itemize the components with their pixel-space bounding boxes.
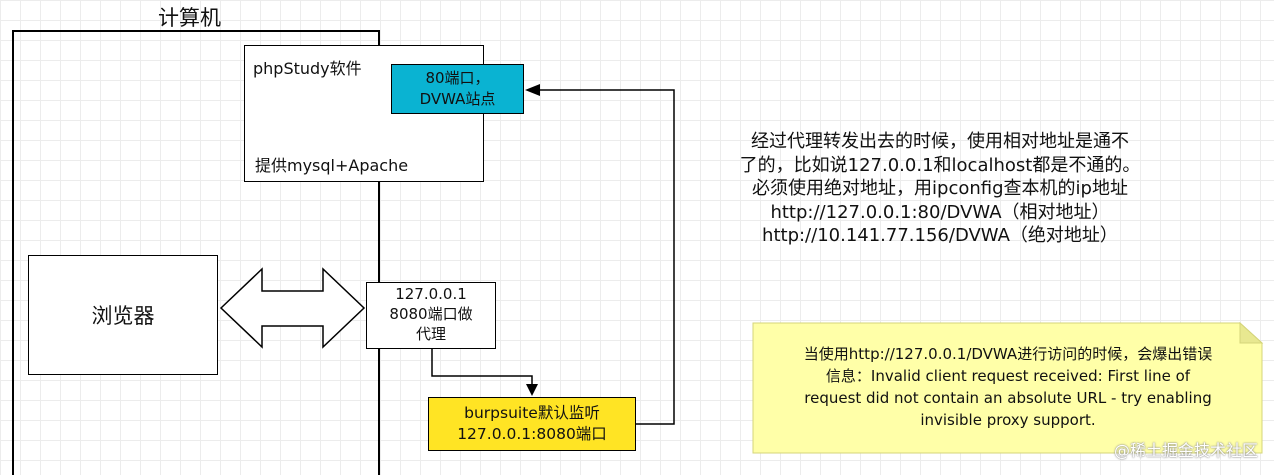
phpstudy-footer: 提供mysql+Apache: [255, 156, 409, 175]
burp-to-port80-line: [538, 89, 675, 425]
double-arrow-icon: [219, 267, 366, 349]
note-fold: [1239, 321, 1264, 344]
computer-title: 计算机: [158, 6, 221, 30]
burp-to-port80-arrowhead: [525, 84, 540, 96]
note-shape: [752, 322, 1263, 454]
explanation-line: 了的，比如说127.0.0.1和localhost都是不通的。: [739, 154, 1141, 176]
proxy-line1: 127.0.0.1: [395, 285, 467, 303]
browser-label: 浏览器: [91, 304, 155, 328]
proxy-to-burp-line: [431, 349, 533, 386]
proxy-line2: 8080端口做: [389, 305, 473, 323]
watermark: @稀土掘金技术社区: [1113, 441, 1258, 460]
phpstudy-title: phpStudy软件: [253, 59, 362, 78]
burp-line1: burpsuite默认监听: [464, 404, 600, 422]
note-line: 信息：Invalid client request received: Firs…: [825, 367, 1191, 385]
explanation-line: 必须使用绝对地址，用ipconfig查本机的ip地址: [752, 178, 1128, 199]
port80-line1: 80端口，: [425, 69, 490, 87]
browser-box: 浏览器: [28, 255, 218, 375]
burpsuite-box: burpsuite默认监听 127.0.0.1:8080端口: [428, 397, 636, 451]
explanation-line: http://127.0.0.1:80/DVWA（相对地址）: [770, 201, 1110, 223]
note-line: invisible proxy support.: [920, 411, 1096, 429]
note-line: request did not contain an absolute URL …: [804, 389, 1212, 407]
proxy-line3: 代理: [415, 325, 446, 343]
burp-line2: 127.0.0.1:8080端口: [457, 425, 607, 443]
explanation-text: 经过代理转发出去的时候，使用相对地址是通不 了的，比如说127.0.0.1和lo…: [690, 130, 1190, 248]
proxy-to-burp-arrowhead: [526, 384, 538, 396]
computer-container: [12, 30, 380, 475]
explanation-line: http://10.141.77.156/DVWA（绝对地址）: [762, 225, 1118, 246]
proxy-box: 127.0.0.1 8080端口做 代理: [366, 282, 496, 349]
port80-line2: DVWA站点: [419, 90, 496, 108]
port80-dvwa-box: 80端口， DVWA站点: [391, 64, 524, 114]
explanation-line: 经过代理转发出去的时候，使用相对地址是通不: [751, 131, 1129, 152]
note-line: 当使用http://127.0.0.1/DVWA进行访问的时候，会爆出错误: [803, 345, 1213, 363]
error-note: 当使用http://127.0.0.1/DVWA进行访问的时候，会爆出错误 信息…: [755, 343, 1261, 431]
